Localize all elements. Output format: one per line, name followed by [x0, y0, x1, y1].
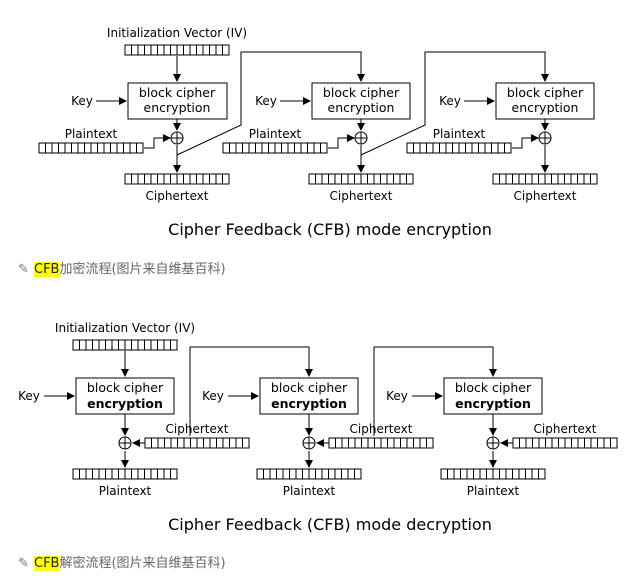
dec-block-1-line1: block cipher — [87, 380, 164, 395]
enc-block-2-line2: encryption — [328, 100, 395, 115]
enc-title: Cipher Feedback (CFB) mode encryption — [168, 220, 492, 239]
enc-ciphertext-label-1: Ciphertext — [146, 189, 209, 203]
dec-caption-text: 解密流程(图片来自维基百科) — [59, 556, 226, 571]
enc-block-2-line1: block cipher — [323, 85, 400, 100]
enc-key-label-2: Key — [255, 94, 277, 108]
dec-ciphertext-label-1: Ciphertext — [166, 422, 229, 436]
dec-plaintext-label-2: Plaintext — [283, 484, 336, 498]
dec-block-2 — [259, 377, 359, 415]
enc-plaintext-label-3: Plaintext — [433, 127, 486, 141]
dec-caption: ✎ CFB解密流程(图片来自维基百科) — [18, 552, 226, 571]
enc-ciphertext-register — [124, 173, 230, 185]
enc-ciphertext-register — [308, 173, 414, 185]
dec-plaintext-label-3: Plaintext — [467, 484, 520, 498]
xor-icon — [118, 436, 132, 450]
dec-key-label-1: Key — [18, 389, 40, 403]
enc-block-1-line1: block cipher — [139, 85, 216, 100]
dec-block-3-line1: block cipher — [455, 380, 532, 395]
enc-block-3-line1: block cipher — [507, 85, 584, 100]
dec-caption-highlight: CFB — [34, 556, 60, 571]
xor-operators — [118, 131, 552, 450]
enc-key-label-3: Key — [439, 94, 461, 108]
xor-icon — [354, 131, 368, 145]
enc-caption: ✎ CFB加密流程(图片来自维基百科) — [18, 258, 226, 277]
dec-ciphertext-register — [144, 437, 250, 449]
enc-ciphertext-label-2: Ciphertext — [330, 189, 393, 203]
dec-block-2-line2: encryption — [271, 396, 347, 411]
dec-block-3 — [443, 377, 543, 415]
pencil-icon: ✎ — [18, 262, 29, 277]
dec-key-label-3: Key — [386, 389, 408, 403]
dec-ciphertext-label-2: Ciphertext — [350, 422, 413, 436]
enc-iv-register — [124, 44, 230, 56]
bit-registers — [38, 44, 618, 480]
enc-block-2 — [311, 82, 411, 120]
dec-iv-register — [72, 339, 178, 351]
dec-plaintext-register — [72, 468, 178, 480]
enc-ciphertext-label-3: Ciphertext — [514, 189, 577, 203]
dec-block-1 — [75, 377, 175, 415]
xor-icon — [486, 436, 500, 450]
dec-ciphertext-label-3: Ciphertext — [534, 422, 597, 436]
enc-plaintext-register — [222, 142, 328, 154]
enc-block-1-line2: encryption — [144, 100, 211, 115]
enc-iv-label: Initialization Vector (IV) — [107, 26, 247, 40]
dec-plaintext-label-1: Plaintext — [99, 484, 152, 498]
dec-block-1-line2: encryption — [87, 396, 163, 411]
enc-plaintext-label-2: Plaintext — [249, 127, 302, 141]
xor-icon — [538, 131, 552, 145]
enc-plaintext-label-1: Plaintext — [65, 127, 118, 141]
dec-plaintext-register — [256, 468, 362, 480]
enc-ciphertext-register — [492, 173, 598, 185]
dec-iv-label: Initialization Vector (IV) — [55, 321, 195, 335]
pencil-icon: ✎ — [18, 556, 29, 571]
dec-block-3-line2: encryption — [455, 396, 531, 411]
dec-ciphertext-register — [512, 437, 618, 449]
xor-icon — [170, 131, 184, 145]
enc-plaintext-register — [38, 142, 144, 154]
enc-block-3 — [495, 82, 595, 120]
enc-caption-text: 加密流程(图片来自维基百科) — [59, 262, 226, 277]
enc-block-1 — [127, 82, 228, 120]
enc-plaintext-register — [406, 142, 512, 154]
wires — [44, 51, 549, 468]
enc-key-label-1: Key — [71, 94, 93, 108]
xor-icon — [302, 436, 316, 450]
enc-caption-highlight: CFB — [34, 262, 60, 277]
dec-title: Cipher Feedback (CFB) mode decryption — [168, 515, 492, 534]
dec-block-2-line1: block cipher — [271, 380, 348, 395]
dec-ciphertext-register — [328, 437, 434, 449]
enc-block-3-line2: encryption — [512, 100, 579, 115]
cipher-blocks — [75, 82, 595, 415]
dec-plaintext-register — [440, 468, 546, 480]
dec-key-label-2: Key — [202, 389, 224, 403]
